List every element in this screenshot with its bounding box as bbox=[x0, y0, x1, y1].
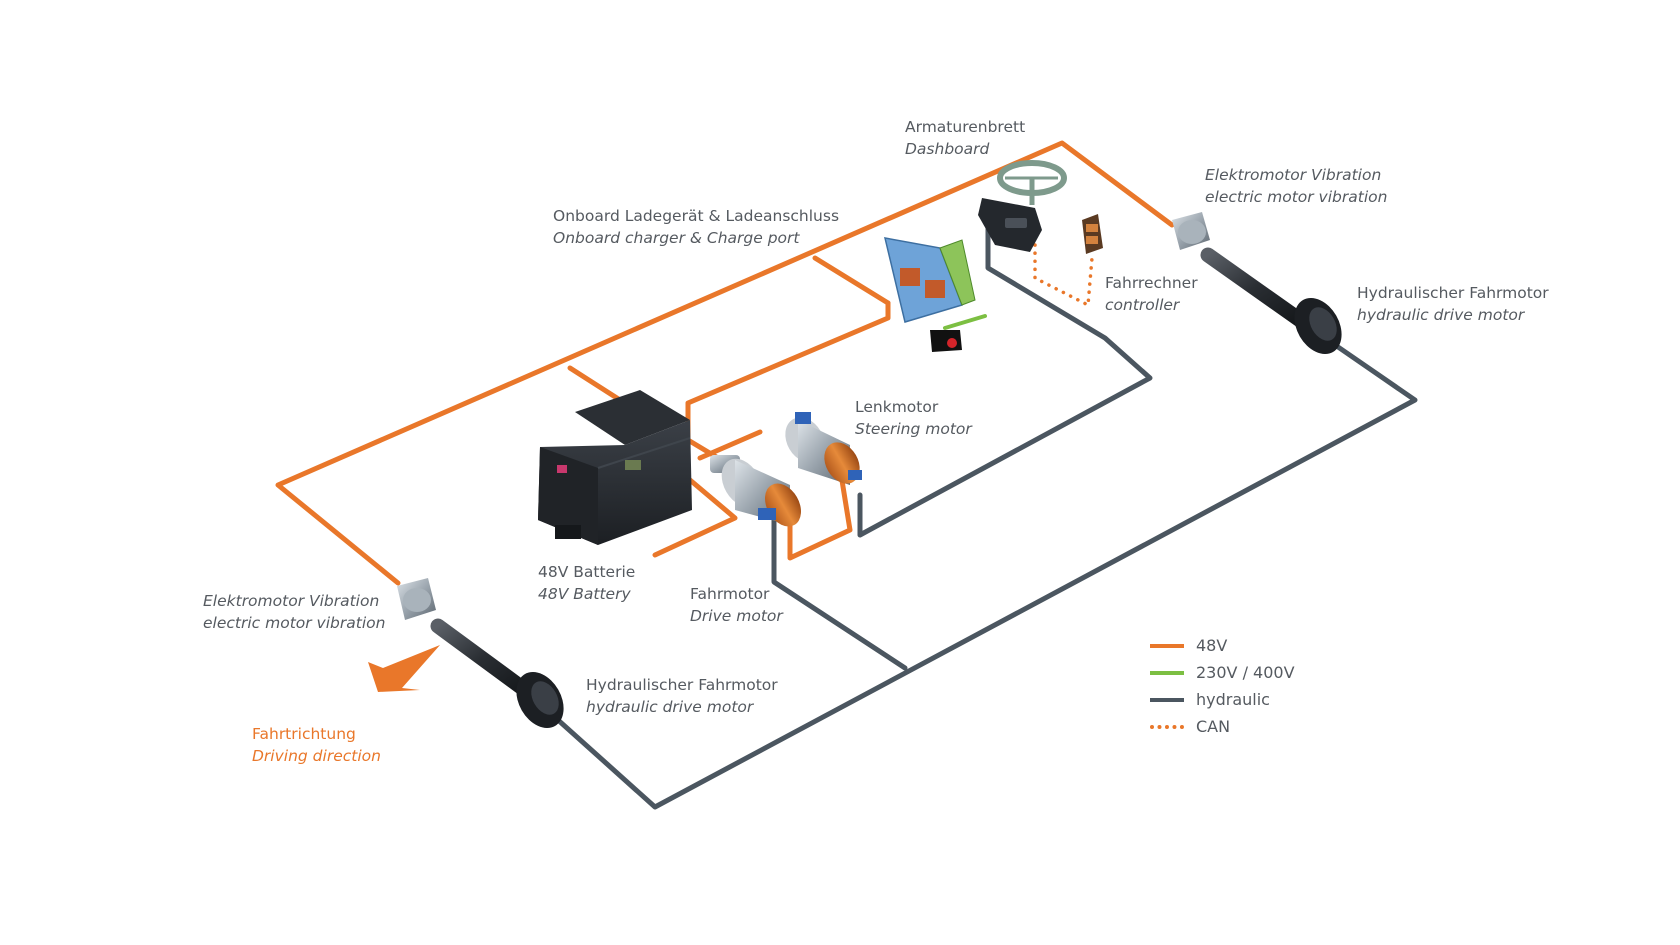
label-hydraulic-right: Hydraulischer Fahrmotor hydraulic drive … bbox=[1357, 282, 1549, 326]
label-direction-de: Fahrtrichtung bbox=[252, 725, 356, 743]
label-hydraulic-left: Hydraulischer Fahrmotor hydraulic drive … bbox=[586, 674, 778, 718]
power-48v-loop-main bbox=[275, 140, 1175, 586]
power-48v-battery-branch bbox=[567, 365, 623, 403]
label-hydraulic-left-en: hydraulic drive motor bbox=[586, 698, 754, 716]
dashboard-steering-wheel-icon bbox=[978, 160, 1067, 252]
vibration-motor-icon bbox=[397, 578, 436, 620]
legend-label-48v: 48V bbox=[1196, 636, 1228, 655]
label-vibration-left-de: Elektromotor Vibration bbox=[203, 592, 380, 610]
label-controller-en: controller bbox=[1105, 296, 1180, 314]
label-charger-de: Onboard Ladegerät & Ladeanschluss bbox=[553, 207, 840, 225]
label-steering-motor-en: Steering motor bbox=[855, 420, 972, 438]
hydraulic-drive-motor-icon bbox=[1200, 247, 1342, 355]
label-direction: Fahrtrichtung Driving direction bbox=[252, 723, 381, 767]
legend-item-230v: 230V / 400V bbox=[1150, 659, 1295, 686]
label-hydraulic-right-de: Hydraulischer Fahrmotor bbox=[1357, 284, 1549, 302]
label-drive-motor-en: Drive motor bbox=[690, 607, 783, 625]
legend-swatch-230v bbox=[1150, 670, 1184, 675]
label-hydraulic-right-en: hydraulic drive motor bbox=[1357, 306, 1525, 324]
label-battery-en: 48V Battery bbox=[538, 585, 631, 603]
can-lines bbox=[1033, 243, 1094, 308]
power-48v-lines bbox=[275, 140, 1175, 586]
label-vibration-left-en: electric motor vibration bbox=[203, 614, 386, 632]
label-hydraulic-left-de: Hydraulischer Fahrmotor bbox=[586, 676, 778, 694]
label-vibration-right-de: Elektromotor Vibration bbox=[1205, 166, 1382, 184]
label-drive-motor: Fahrmotor Drive motor bbox=[690, 583, 783, 627]
label-dashboard: Armaturenbrett Dashboard bbox=[905, 116, 1025, 160]
driving-direction-arrow-icon bbox=[368, 645, 440, 692]
hydraulic-lines bbox=[555, 221, 1418, 810]
legend-swatch-hydraulic bbox=[1150, 697, 1184, 702]
steering-motor-icon bbox=[785, 412, 862, 485]
label-controller-de: Fahrrechner bbox=[1105, 274, 1198, 292]
can-line-dashboard-controller bbox=[1033, 243, 1094, 308]
legend: 48V 230V / 400V hydraulic CAN bbox=[1150, 632, 1295, 740]
power-48v-steering-link bbox=[697, 429, 763, 461]
legend-label-hydraulic: hydraulic bbox=[1196, 690, 1270, 709]
battery-48v-icon bbox=[538, 390, 692, 545]
label-direction-en: Driving direction bbox=[252, 747, 381, 765]
legend-item-can: CAN bbox=[1150, 713, 1295, 740]
controller-icon bbox=[1082, 214, 1103, 254]
legend-item-hydraulic: hydraulic bbox=[1150, 686, 1295, 713]
hydraulic-line-outer bbox=[555, 335, 1418, 810]
power-48v-battery-to-motors bbox=[652, 477, 738, 558]
power-230v-line bbox=[943, 314, 987, 330]
hydraulic-line-controller-loop bbox=[857, 221, 1153, 538]
charger-unit-icon bbox=[884, 237, 976, 352]
label-dashboard-en: Dashboard bbox=[905, 140, 990, 158]
label-drive-motor-de: Fahrmotor bbox=[690, 585, 770, 603]
label-vibration-left: Elektromotor Vibration electric motor vi… bbox=[203, 590, 385, 634]
label-vibration-right: Elektromotor Vibration electric motor vi… bbox=[1205, 164, 1387, 208]
hydraulic-drive-motor-icon bbox=[430, 618, 564, 729]
legend-swatch-48v bbox=[1150, 643, 1184, 648]
power-48v-charger-branch bbox=[812, 255, 891, 306]
power-48v-drive-loop bbox=[787, 465, 853, 561]
hydraulic-line-cross bbox=[771, 517, 908, 671]
drive-motor-icon bbox=[710, 455, 802, 527]
label-charger: Onboard Ladegerät & Ladeanschluss Onboar… bbox=[553, 205, 839, 249]
vibration-motor-icon bbox=[1172, 212, 1210, 250]
label-steering-motor: Lenkmotor Steering motor bbox=[855, 396, 972, 440]
label-battery-de: 48V Batterie bbox=[538, 563, 636, 581]
label-charger-en: Onboard charger & Charge port bbox=[553, 229, 800, 247]
label-steering-motor-de: Lenkmotor bbox=[855, 398, 939, 416]
legend-swatch-can bbox=[1150, 724, 1184, 729]
legend-item-48v: 48V bbox=[1150, 632, 1295, 659]
label-controller: Fahrrechner controller bbox=[1105, 272, 1198, 316]
label-dashboard-de: Armaturenbrett bbox=[905, 118, 1026, 136]
label-battery: 48V Batterie 48V Battery bbox=[538, 561, 635, 605]
legend-label-can: CAN bbox=[1196, 717, 1231, 736]
legend-label-230v: 230V / 400V bbox=[1196, 663, 1295, 682]
label-vibration-right-en: electric motor vibration bbox=[1205, 188, 1388, 206]
power-48v-charger-feed bbox=[685, 300, 891, 461]
